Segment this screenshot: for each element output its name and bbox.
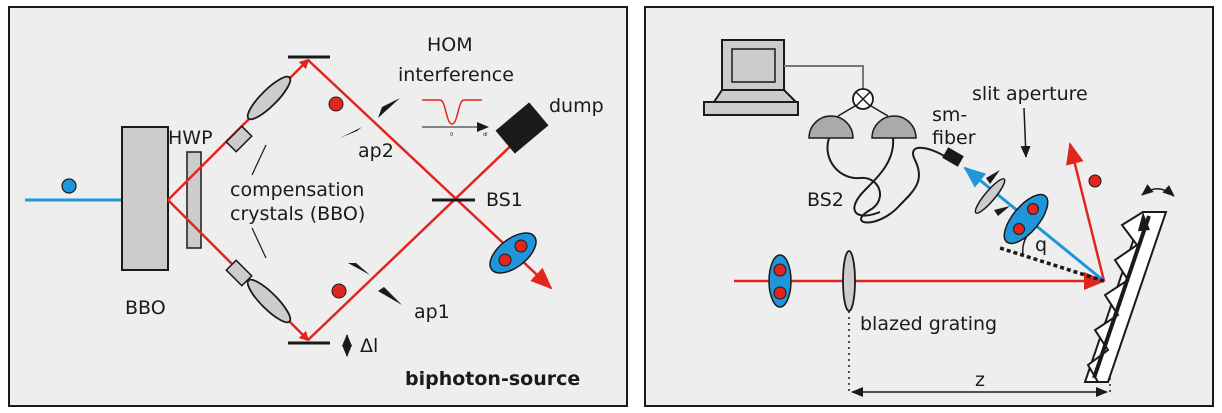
photon-upper: [328, 96, 344, 112]
incident-photon-b: [773, 286, 787, 300]
detector-wire-left: [837, 105, 856, 117]
biphoton-photon-b: [514, 239, 528, 253]
compensation-pointer-lower: [251, 227, 267, 259]
fiber-bs2: [826, 137, 951, 224]
hom-dip-curve: [422, 99, 482, 125]
photon-lower: [331, 283, 347, 299]
sm-fiber-label-line2: fiber: [932, 127, 976, 149]
slit-pointer: [1020, 107, 1031, 158]
hwp-label: HWP: [168, 127, 213, 149]
incident-photon-a: [773, 263, 787, 277]
reflected-photon: [1088, 174, 1102, 188]
computer-cable: [784, 65, 864, 89]
detector-right: [871, 115, 917, 139]
beam-dump: [495, 102, 549, 154]
fiber-detector-right: [853, 137, 895, 217]
lens-upper: [246, 75, 292, 121]
right-panel: BS2 sm- fiber slit aperture q: [644, 6, 1214, 407]
hom-axis-zero: 0: [450, 132, 453, 138]
left-panel: BBO HWP compensation crystals (BBO) ap2 …: [8, 6, 628, 407]
aperture-ap1-top: [348, 263, 370, 275]
hom-axis-end: dl: [483, 132, 488, 138]
aperture-ap2-bottom: [340, 127, 362, 138]
compensation-crystal-lower: [225, 259, 253, 287]
ap1-label: ap1: [414, 301, 450, 323]
biphoton-photon-a: [498, 253, 512, 267]
hom-label-line2: interference: [398, 64, 514, 86]
aperture-ap1-bottom: [378, 287, 402, 305]
sm-fiber-label-line1: sm-: [932, 104, 967, 126]
coincidence-cross-b: [855, 91, 871, 107]
blazed-grating: [1083, 211, 1168, 383]
slit-aperture-label: slit aperture: [972, 83, 1088, 105]
slit-blade-bottom: [994, 206, 1010, 216]
blazed-grating-label: blazed grating: [860, 313, 997, 335]
lens-right: [842, 250, 856, 312]
slit-blade-top: [986, 170, 1000, 184]
bs1-label: BS1: [486, 189, 523, 211]
pump-photon: [61, 178, 77, 194]
aperture-ap2-top: [378, 98, 400, 118]
bbo-crystal: [121, 126, 169, 271]
diffracted-photon-a: [1013, 223, 1025, 235]
biphoton-source-title: biphoton-source: [405, 368, 580, 390]
dump-label: dump: [549, 95, 604, 117]
ap2-label: ap2: [358, 140, 394, 162]
hwp-plate: [186, 151, 202, 249]
bbo-label: BBO: [125, 297, 166, 319]
sm-fiber-coupler: [942, 147, 964, 167]
detector-left: [808, 115, 854, 139]
beam-lower-out: [307, 136, 521, 341]
hom-dip-plot: 0 dl: [422, 99, 489, 138]
angle-label: q: [1035, 234, 1047, 256]
detector-wire-right: [870, 105, 889, 117]
left-panel-frame: [8, 6, 628, 407]
lens-lower: [246, 278, 292, 324]
bs2-label: BS2: [807, 189, 844, 211]
diffracted-photon-b: [1027, 203, 1039, 215]
delta-label: Δl: [360, 335, 378, 357]
grating-rotation-arrow: [1141, 184, 1175, 197]
compensation-label-line1: compensation: [230, 179, 364, 201]
compensation-label-line2: crystals (BBO): [230, 203, 365, 225]
z-label: z: [975, 369, 985, 391]
reflected-beam: [1066, 142, 1106, 282]
compensation-crystal-upper: [225, 125, 253, 153]
slit-lens: [974, 178, 1006, 214]
compensation-pointer-upper: [251, 144, 267, 176]
hom-label-line1: HOM: [427, 34, 473, 56]
computer-icon: [703, 39, 799, 116]
